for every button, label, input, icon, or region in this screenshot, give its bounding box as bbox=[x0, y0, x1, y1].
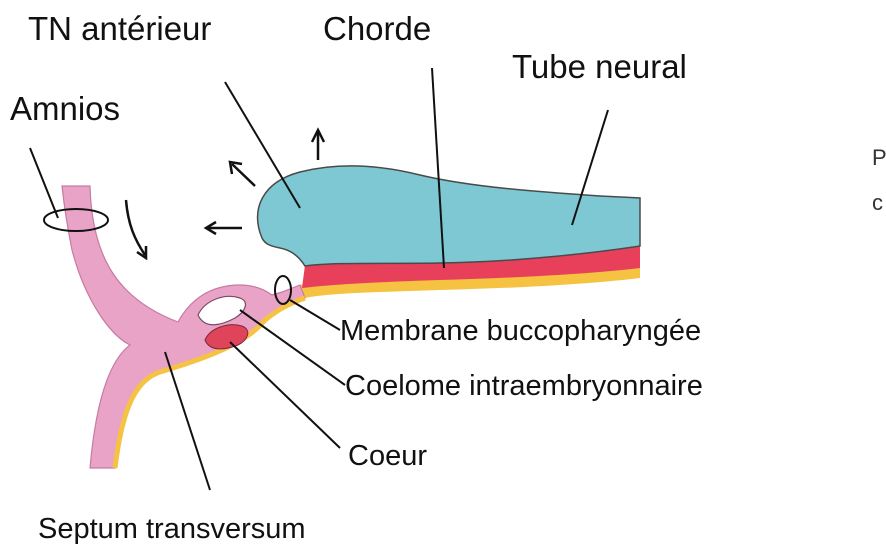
label-amnios: Amnios bbox=[10, 90, 120, 127]
label-cut-c: c bbox=[872, 190, 883, 215]
leader-septum bbox=[165, 352, 210, 490]
label-membrane: Membrane buccopharyngée bbox=[340, 315, 701, 347]
neural-tube-shape bbox=[258, 166, 640, 266]
label-septum: Septum transversum bbox=[38, 513, 306, 545]
label-chorde: Chorde bbox=[323, 10, 431, 47]
leader-coeur bbox=[230, 342, 340, 448]
leader-membrane bbox=[290, 300, 340, 330]
leader-amnios bbox=[30, 148, 58, 218]
leader-coelome bbox=[240, 310, 345, 385]
label-coelome: Coelome intraembryonnaire bbox=[345, 370, 703, 402]
leader-tn-anterieur bbox=[225, 82, 300, 208]
label-cut-p: P bbox=[872, 145, 886, 170]
label-tn-anterieur: TN antérieur bbox=[28, 10, 211, 47]
label-coeur: Coeur bbox=[348, 440, 427, 472]
label-tube-neural: Tube neural bbox=[512, 48, 687, 85]
